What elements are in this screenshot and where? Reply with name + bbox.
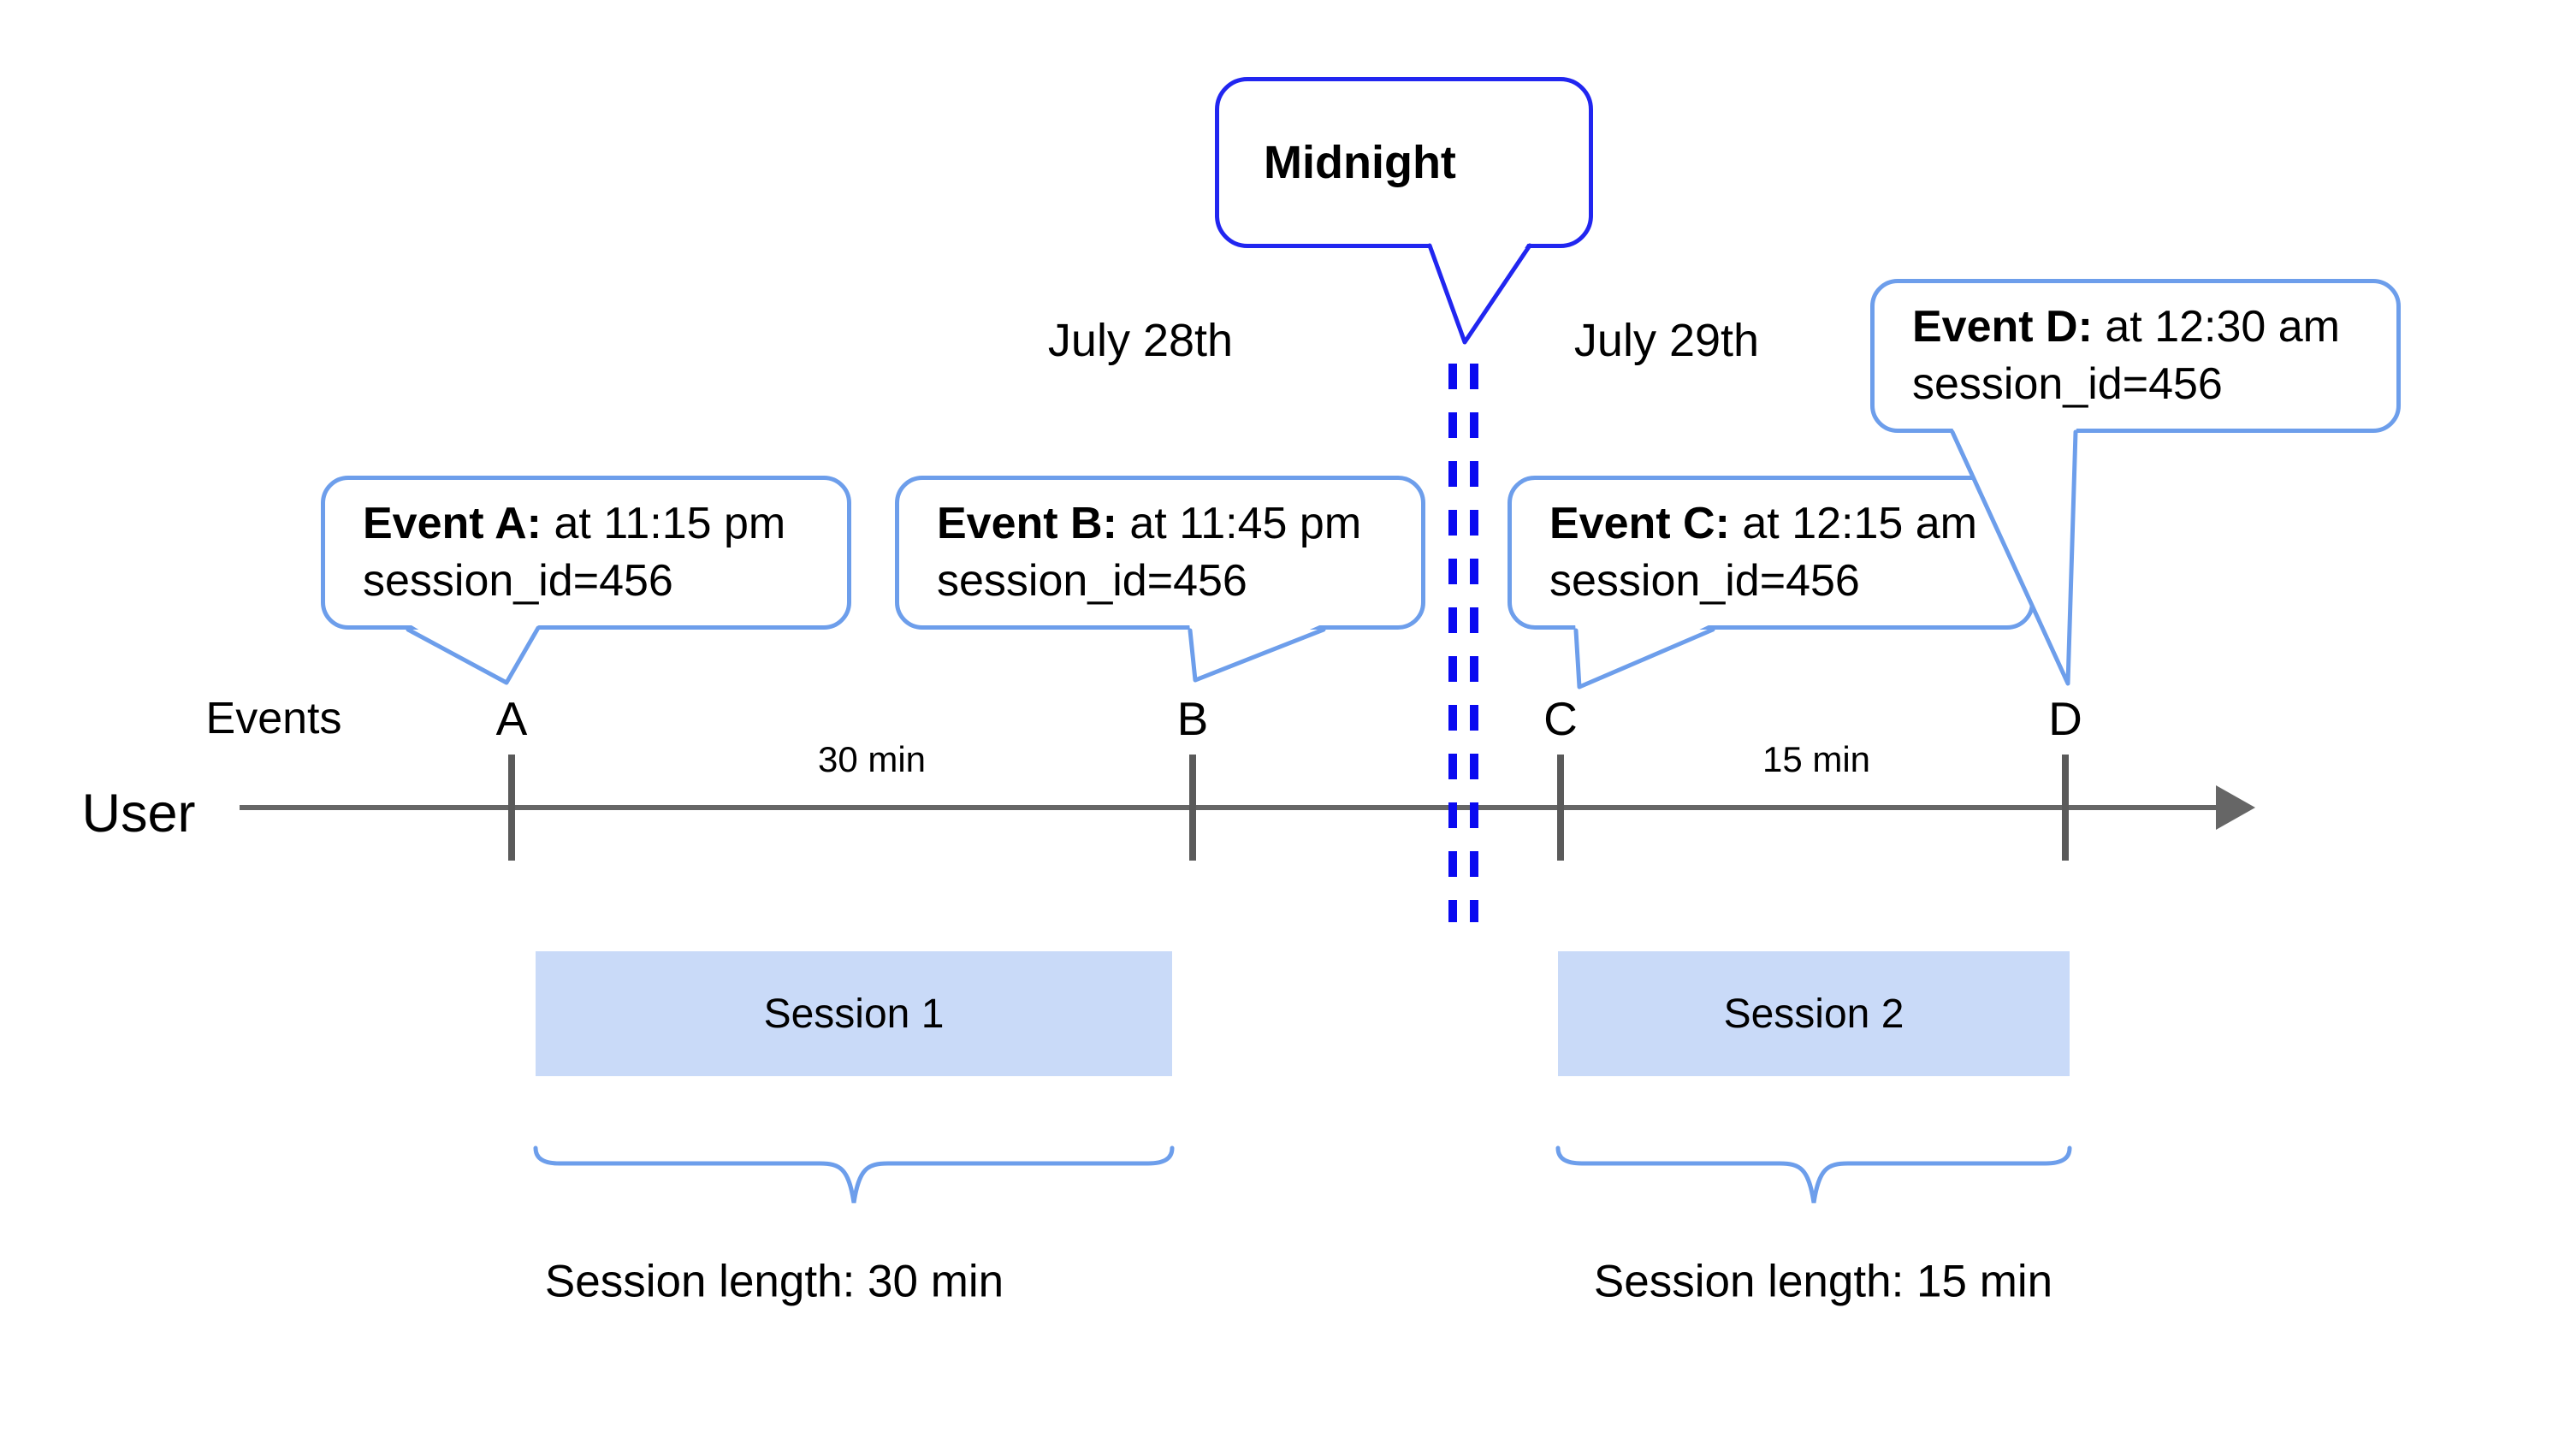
event-a-time: at 11:15 pm [554, 499, 786, 548]
event-a-callout-tail-outline [406, 625, 541, 685]
event-b-callout-line1: Event B: at 11:45 pm [937, 495, 1421, 553]
event-c-time: at 12:15 am [1742, 499, 1977, 548]
date-label-before-midnight: July 28th [1047, 315, 1234, 366]
event-b-callout-tail-outline [1188, 627, 1326, 683]
session-2-box: Session 2 [1558, 951, 2070, 1076]
midnight-callout-tail-outline [1427, 243, 1532, 345]
event-a-session-id: session_id=456 [363, 556, 673, 606]
midnight-callout-label: Midnight [1264, 137, 1456, 188]
session-1-label: Session 1 [763, 991, 945, 1037]
event-d-letter: D [2048, 692, 2082, 745]
event-b-title: Event B: [937, 499, 1117, 548]
timeline-arrowhead-icon [2216, 785, 2255, 830]
event-a-callout: Event A: at 11:15 pm session_id=456 [321, 476, 851, 630]
event-b-session-id: session_id=456 [937, 556, 1247, 606]
event-c-title: Event C: [1549, 499, 1730, 548]
midnight-callout: Midnight [1215, 77, 1593, 248]
session-1-length-label: Session length: 30 min [544, 1256, 1004, 1307]
event-b-letter: B [1176, 692, 1209, 745]
session-1-box: Session 1 [536, 951, 1172, 1076]
event-d-time: at 12:30 am [2105, 302, 2340, 352]
events-axis-label: Events [205, 694, 342, 743]
event-d-callout-line1: Event D: at 12:30 am [1912, 299, 2396, 356]
event-c-callout-tail-outline [1573, 627, 1715, 690]
event-c-callout: Event C: at 12:15 am session_id=456 [1508, 476, 2035, 630]
event-d-session-id: session_id=456 [1912, 359, 2223, 409]
event-c-letter: C [1543, 692, 1578, 745]
event-c-callout-line1: Event C: at 12:15 am [1549, 495, 2030, 553]
event-d-title: Event D: [1912, 302, 2093, 352]
event-c-session-id: session_id=456 [1549, 556, 1860, 606]
event-a-letter: A [495, 692, 528, 745]
interval-label-15min: 15 min [1762, 739, 1871, 779]
session-2-label: Session 2 [1723, 991, 1904, 1037]
date-label-after-midnight: July 29th [1573, 315, 1760, 366]
event-b-callout-tail [1189, 623, 1325, 680]
session-2-length-label: Session length: 15 min [1593, 1256, 2053, 1307]
event-a-callout-line1: Event A: at 11:15 pm [363, 495, 847, 553]
session-1-brace [533, 1145, 1175, 1204]
user-axis-label: User [81, 784, 196, 843]
event-b-callout: Event B: at 11:45 pm session_id=456 [895, 476, 1425, 630]
event-d-callout: Event D: at 12:30 am session_id=456 [1870, 279, 2401, 433]
event-b-time: at 11:45 pm [1129, 499, 1362, 548]
event-a-title: Event A: [363, 499, 542, 548]
midnight-callout-tail [1430, 240, 1530, 342]
event-a-callout-tail [407, 623, 540, 683]
event-c-callout-tail [1575, 623, 1714, 687]
interval-label-30min: 30 min [817, 739, 927, 779]
session-2-brace [1555, 1145, 2072, 1204]
